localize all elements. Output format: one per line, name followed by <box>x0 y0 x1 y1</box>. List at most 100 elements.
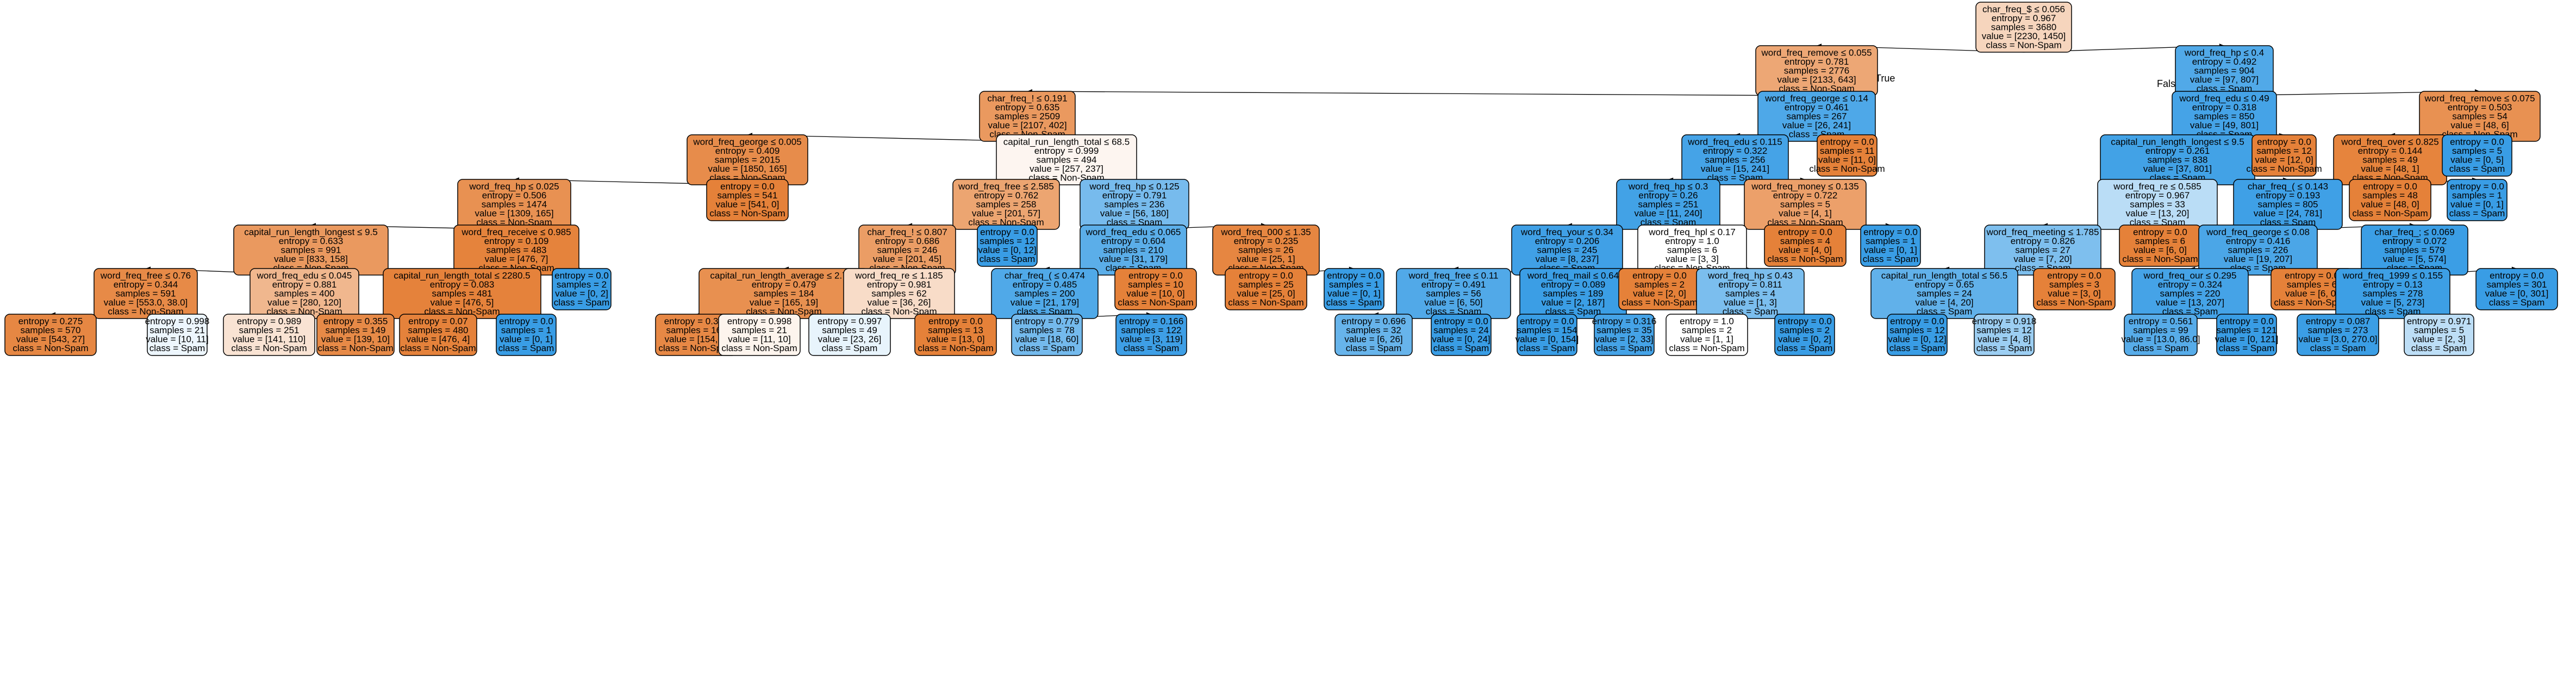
node-box <box>93 268 198 319</box>
node-box <box>1860 224 1921 267</box>
node-box <box>914 314 997 356</box>
node-line: entropy = 0.998 <box>145 316 210 327</box>
node-box <box>1431 314 1492 356</box>
node-line: entropy = 0.275 <box>18 316 83 327</box>
node-line: word_freq_hp ≤ 0.4 <box>2184 47 2264 58</box>
node-line: value = [2107, 402] <box>988 120 1066 130</box>
node-line: class = Non-Spam <box>2036 297 2112 308</box>
node-line: entropy = 0.0 <box>720 182 775 192</box>
node-box <box>1975 2 2072 53</box>
node-line: class = Spam <box>1596 343 1652 353</box>
node-line: entropy = 0.997 <box>818 316 882 327</box>
node-line: samples = 3680 <box>1991 22 2057 32</box>
tree-node-split: capital_run_length_total ≤ 2280.5entropy… <box>383 268 541 319</box>
node-line: class = Non-Spam <box>231 343 307 353</box>
node-line: samples = 301 <box>2486 279 2547 290</box>
node-box <box>2475 268 2558 310</box>
node-line: samples = 2 <box>1780 325 1830 335</box>
node-line: class = Spam <box>2365 306 2421 316</box>
node-line: samples = 163 <box>666 325 726 335</box>
node-line: value = [1, 1] <box>1680 334 1733 345</box>
node-line: word_freq_free ≤ 0.11 <box>1408 270 1499 280</box>
node-line: value = [3, 119] <box>1120 334 1182 345</box>
node-line: char_freq_$ ≤ 0.056 <box>1982 4 2065 14</box>
node-line: entropy = 0.604 <box>1101 236 1166 246</box>
node-line: value = [833, 158] <box>274 254 348 264</box>
node-line: entropy = 0.322 <box>1703 146 1768 156</box>
node-line: entropy = 0.166 <box>1119 316 1184 327</box>
node-line: entropy = 0.416 <box>2226 236 2291 246</box>
node-line: char_freq_! ≤ 0.191 <box>987 93 1067 103</box>
node-line: entropy = 0.355 <box>323 316 388 327</box>
node-line: class = Spam <box>2449 208 2505 219</box>
node-line: value = [2133, 643] <box>1777 74 1856 85</box>
node-line: entropy = 0.0 <box>1632 271 1687 281</box>
node-line: value = [201, 45] <box>873 254 941 264</box>
node-line: word_freq_hpl ≤ 0.17 <box>1648 227 1736 237</box>
node-line: value = [48, 1] <box>2361 164 2419 174</box>
node-line: samples = 1 <box>1329 279 1379 290</box>
node-line: value = [541, 0] <box>716 199 779 210</box>
node-box <box>2335 268 2450 319</box>
node-box <box>496 314 557 356</box>
node-box <box>2349 179 2431 221</box>
node-line: class = Spam <box>2489 297 2545 308</box>
node-line: capital_run_length_total ≤ 2280.5 <box>394 270 530 280</box>
node-line: value = [0, 1] <box>2450 199 2504 210</box>
node-line: samples = 251 <box>1638 199 1698 209</box>
node-line: value = [0, 154] <box>1515 334 1579 345</box>
node-line: entropy = 0.696 <box>1342 316 1406 327</box>
node-line: entropy = 0.0 <box>1778 227 1832 238</box>
node-line: value = [8, 237] <box>1536 254 1599 264</box>
node-line: samples = 200 <box>1014 288 1075 298</box>
node-line: samples = 12 <box>1889 325 1945 335</box>
node-line: samples = 483 <box>486 245 546 255</box>
node-line: samples = 579 <box>2384 245 2444 255</box>
node-line: samples = 278 <box>2362 288 2423 298</box>
node-box <box>996 134 1137 185</box>
node-line: samples = 21 <box>149 325 205 335</box>
node-line: entropy = 0.324 <box>2158 279 2223 290</box>
node-line: class = Spam <box>1326 297 1382 308</box>
node-line: class = Spam <box>1777 343 1833 353</box>
node-line: value = [1309, 165] <box>475 208 553 219</box>
node-line: value = [6, 26] <box>1344 334 1402 345</box>
node-line: samples = 245 <box>1537 245 1597 255</box>
node-line: class = Spam <box>2310 343 2366 353</box>
node-line: entropy = 0.0 <box>1239 271 1293 281</box>
node-line: word_freq_edu ≤ 0.065 <box>1086 227 1181 237</box>
node-box <box>1114 268 1197 310</box>
node-box <box>552 268 612 310</box>
node-line: class = Non-Spam <box>1986 40 2061 50</box>
node-line: entropy = 0.344 <box>114 279 178 290</box>
node-line: entropy = 0.235 <box>1234 236 1299 246</box>
node-line: class = Spam <box>2133 343 2189 353</box>
node-line: value = [2230, 1450] <box>1982 31 2066 41</box>
node-line: samples = 1 <box>2452 190 2502 201</box>
node-box <box>1517 314 1577 356</box>
node-line: entropy = 0.0 <box>2219 316 2274 327</box>
node-line: samples = 236 <box>1104 199 1164 209</box>
node-line: value = [0, 2] <box>555 289 608 299</box>
node-line: class = Spam <box>1124 343 1180 353</box>
